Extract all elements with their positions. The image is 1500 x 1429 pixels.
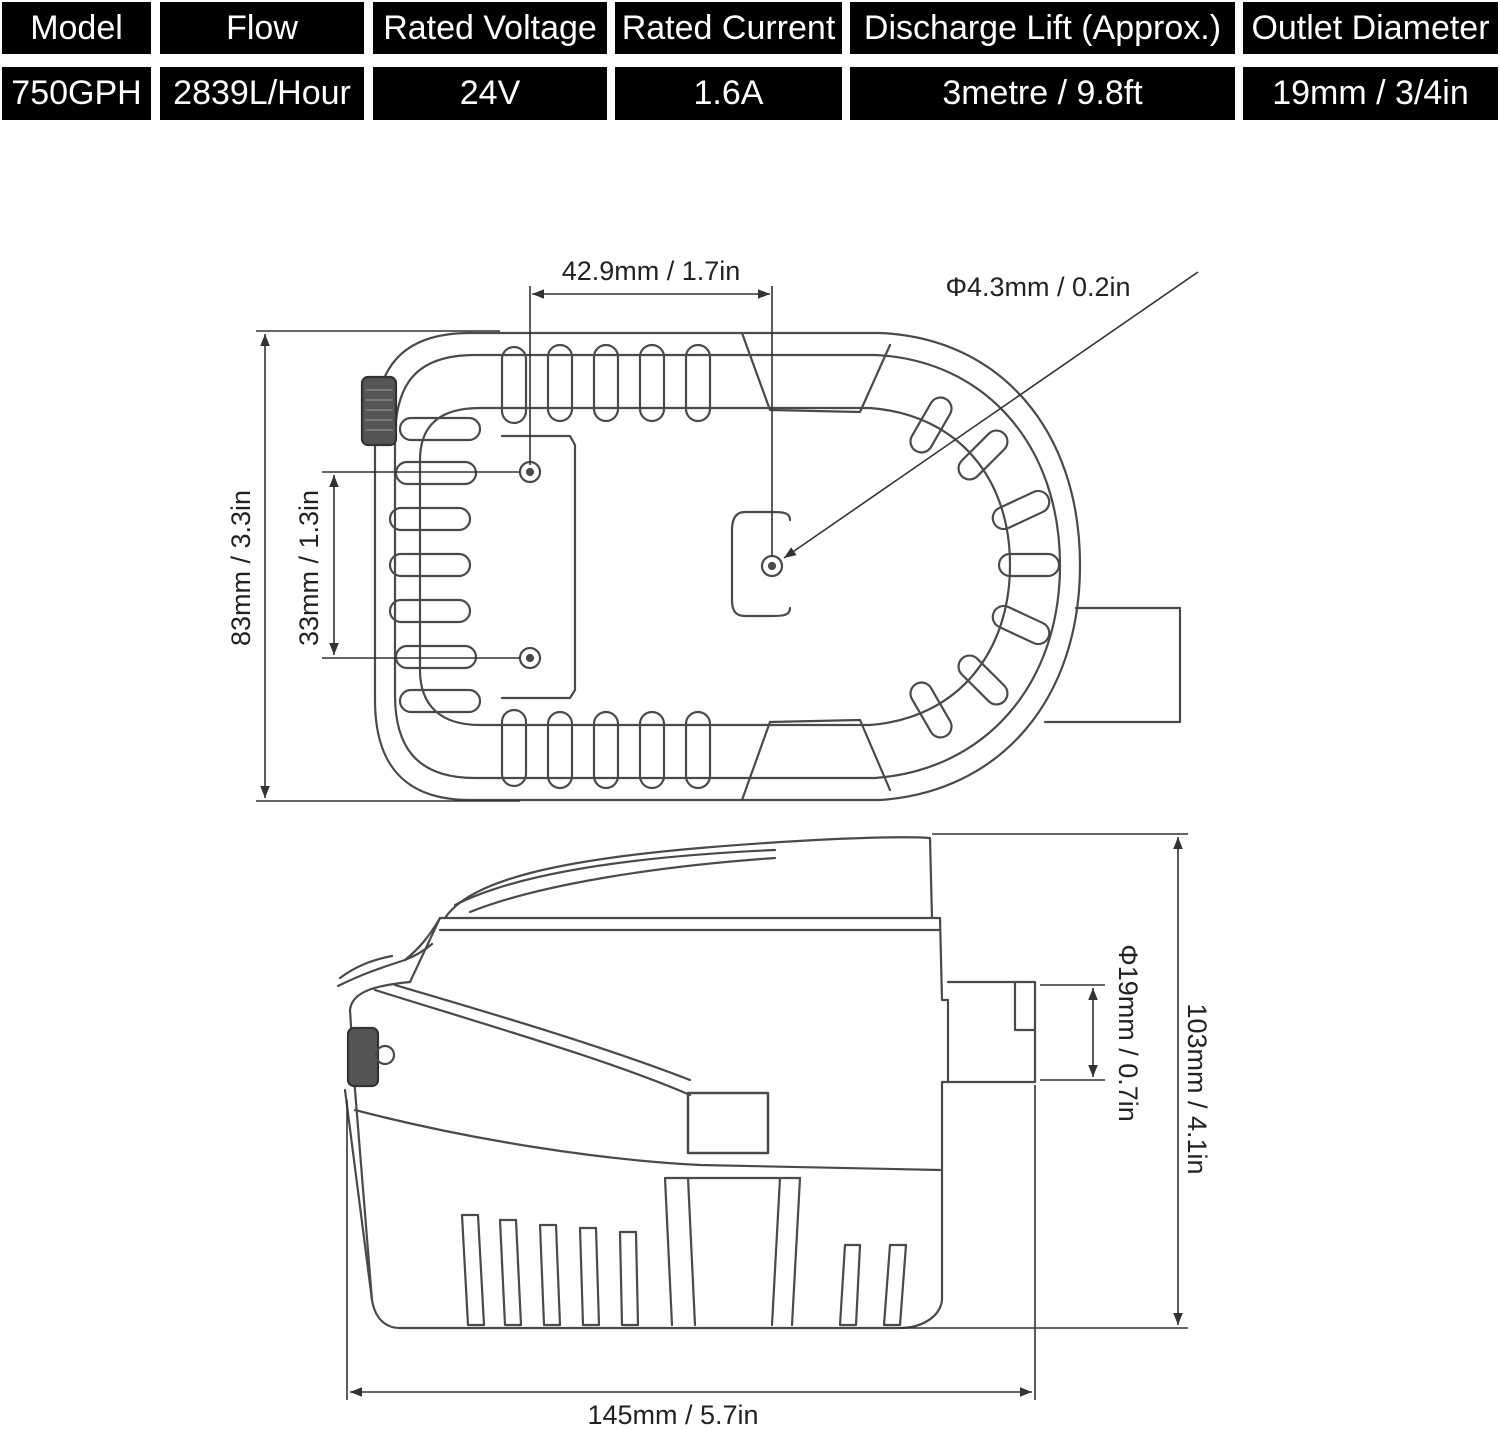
label-width: 83mm / 3.3in [226, 490, 256, 646]
header-flow: Flow [160, 2, 364, 54]
label-height: 103mm / 4.1in [1182, 1003, 1212, 1174]
label-hole-spacing: 33mm / 1.3in [294, 490, 324, 646]
top-view-inner-cavity [418, 406, 1012, 727]
side-view-body [348, 916, 950, 1330]
side-view-label [686, 1091, 770, 1155]
value-rated-current: 1.6A [615, 67, 842, 120]
value-outlet-diameter: 19mm / 3/4in [1243, 67, 1498, 120]
top-view [360, 331, 1182, 802]
side-view-outlet [946, 980, 1037, 1084]
label-hole-diameter: Φ4.3mm / 0.2in [945, 272, 1130, 302]
value-rated-voltage: 24V [373, 67, 607, 120]
value-flow: 2839L/Hour [160, 67, 364, 120]
value-model: 750GPH [2, 67, 151, 120]
float-switch-knob [360, 375, 398, 447]
header-outlet-diameter: Outlet Diameter [1243, 2, 1498, 54]
label-mount-spacing: 42.9mm / 1.7in [562, 256, 741, 286]
top-view-outlet [1043, 606, 1182, 724]
value-discharge-lift: 3metre / 9.8ft [850, 67, 1235, 120]
side-view [336, 836, 1037, 1330]
top-view-dimensions [256, 271, 1199, 802]
header-rated-current: Rated Current [615, 2, 842, 54]
top-view-outer-body [373, 331, 1082, 802]
header-model: Model [2, 2, 151, 54]
side-view-dimensions [346, 833, 1188, 1400]
header-rated-voltage: Rated Voltage [373, 2, 607, 54]
side-float-knob [346, 1026, 380, 1088]
spec-table: Model Flow Rated Voltage Rated Current D… [0, 0, 1500, 122]
side-view-lid [443, 836, 934, 920]
top-view-inner-rim [393, 353, 1062, 780]
header-discharge-lift: Discharge Lift (Approx.) [850, 2, 1235, 54]
label-outlet-diameter: Φ19mm / 0.7in [1113, 944, 1143, 1122]
label-length: 145mm / 5.7in [587, 1400, 758, 1429]
